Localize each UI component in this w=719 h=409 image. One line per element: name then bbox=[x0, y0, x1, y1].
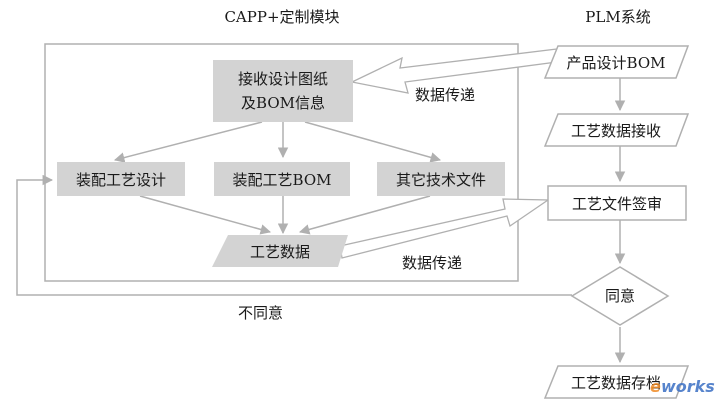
arrow-receive-to-assembly-design bbox=[113, 121, 263, 163]
transfer-arrow-bottom bbox=[339, 198, 551, 259]
eworks-watermark-logo: e works bbox=[650, 377, 715, 396]
plm-system-header: PLM系统 bbox=[585, 8, 650, 26]
arrow-receive-to-other-docs bbox=[304, 121, 442, 163]
transfer-label-bottom: 数据传递 bbox=[402, 254, 462, 272]
product-bom-label: 产品设计BOM bbox=[567, 54, 666, 72]
process-data-node bbox=[212, 235, 348, 267]
product-bom-node bbox=[543, 45, 690, 79]
doc-review-node bbox=[547, 185, 687, 221]
disagree-loop-arrow bbox=[16, 174, 572, 296]
agree-decision-node bbox=[570, 266, 670, 326]
agree-label: 同意 bbox=[605, 287, 635, 305]
assembly-design-label: 装配工艺设计 bbox=[76, 171, 166, 189]
process-receive-label: 工艺数据接收 bbox=[571, 122, 661, 140]
capp-module-container bbox=[44, 43, 519, 282]
transfer-arrow-top bbox=[349, 47, 574, 94]
other-docs-label: 其它技术文件 bbox=[396, 171, 486, 189]
doc-review-label: 工艺文件签审 bbox=[572, 195, 662, 213]
assembly-design-node bbox=[57, 162, 185, 196]
receive-drawings-label-line2: 及BOM信息 bbox=[241, 94, 325, 112]
receive-drawings-node bbox=[213, 60, 353, 122]
capp-module-header: CAPP+定制模块 bbox=[224, 8, 339, 26]
assembly-bom-label: 装配工艺BOM bbox=[233, 171, 332, 189]
arrow-assembly-design-to-process-data bbox=[139, 195, 272, 235]
data-archive-label: 工艺数据存档 bbox=[571, 374, 661, 392]
watermark-e: e bbox=[650, 377, 661, 396]
watermark-works: works bbox=[661, 377, 715, 396]
disagree-label: 不同意 bbox=[238, 304, 283, 322]
assembly-bom-node bbox=[214, 162, 350, 196]
other-docs-node bbox=[377, 162, 505, 196]
arrow-other-docs-to-process-data bbox=[298, 195, 431, 235]
process-receive-node bbox=[543, 113, 690, 147]
data-archive-node bbox=[543, 365, 690, 399]
process-data-label: 工艺数据 bbox=[250, 243, 310, 261]
receive-drawings-label-line1: 接收设计图纸 bbox=[238, 70, 328, 88]
transfer-label-top: 数据传递 bbox=[415, 86, 475, 104]
